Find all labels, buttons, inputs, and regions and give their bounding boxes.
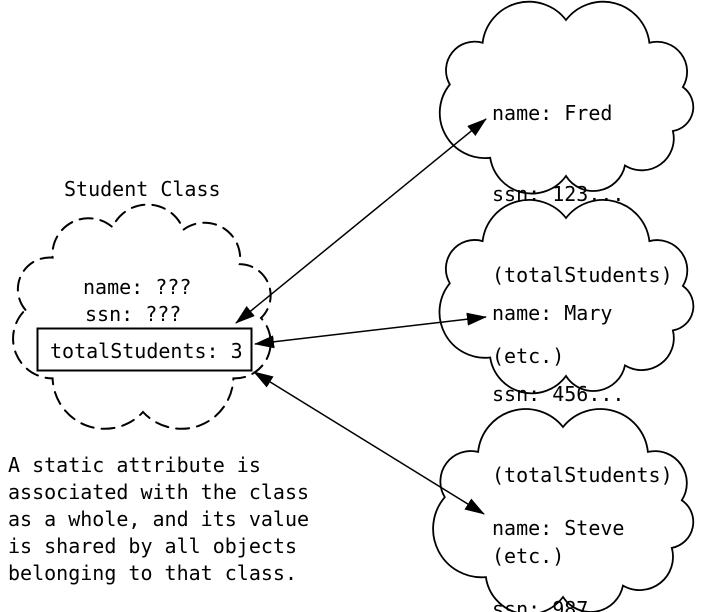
fred-name: name: Fred <box>492 101 613 125</box>
class-label: Student Class <box>64 177 221 201</box>
mary-ssn: ssn: 456... <box>492 382 625 406</box>
steve-object-cloud-outline <box>432 408 695 612</box>
mary-object-fields: name: Mary ssn: 456... (totalStudents) (… <box>492 246 673 612</box>
mary-static-ref: (totalStudents) <box>492 463 673 487</box>
static-attribute-value: totalStudents: 3 <box>50 339 243 363</box>
steve-name: name: Steve <box>492 516 625 540</box>
fred-object-cloud-outline <box>438 0 695 195</box>
arrow-fred-to-static <box>235 118 487 324</box>
static-attribute-box <box>36 327 253 372</box>
caption-text: A static attribute is associated with th… <box>8 453 310 585</box>
fred-object-fields: name: Fred ssn: 123... (totalStudents) (… <box>492 46 673 424</box>
steve-ssn: ssn: 987... <box>492 597 625 612</box>
mary-object-cloud-outline <box>438 199 695 395</box>
fred-ssn: ssn: 123... <box>492 182 625 206</box>
arrow-steve-to-static <box>253 371 485 515</box>
class-field-name: name: ??? <box>83 275 192 299</box>
mary-etc: (etc.) <box>492 544 565 568</box>
class-field-ssn: ssn: ??? <box>85 302 182 326</box>
fred-static-ref: (totalStudents) <box>492 263 673 287</box>
arrow-mary-to-static <box>254 312 487 349</box>
mary-name: name: Mary <box>492 301 613 325</box>
fred-etc: (etc.) <box>492 344 565 368</box>
steve-object-fields: name: Steve ssn: 987... (totalStudents) … <box>492 461 673 612</box>
